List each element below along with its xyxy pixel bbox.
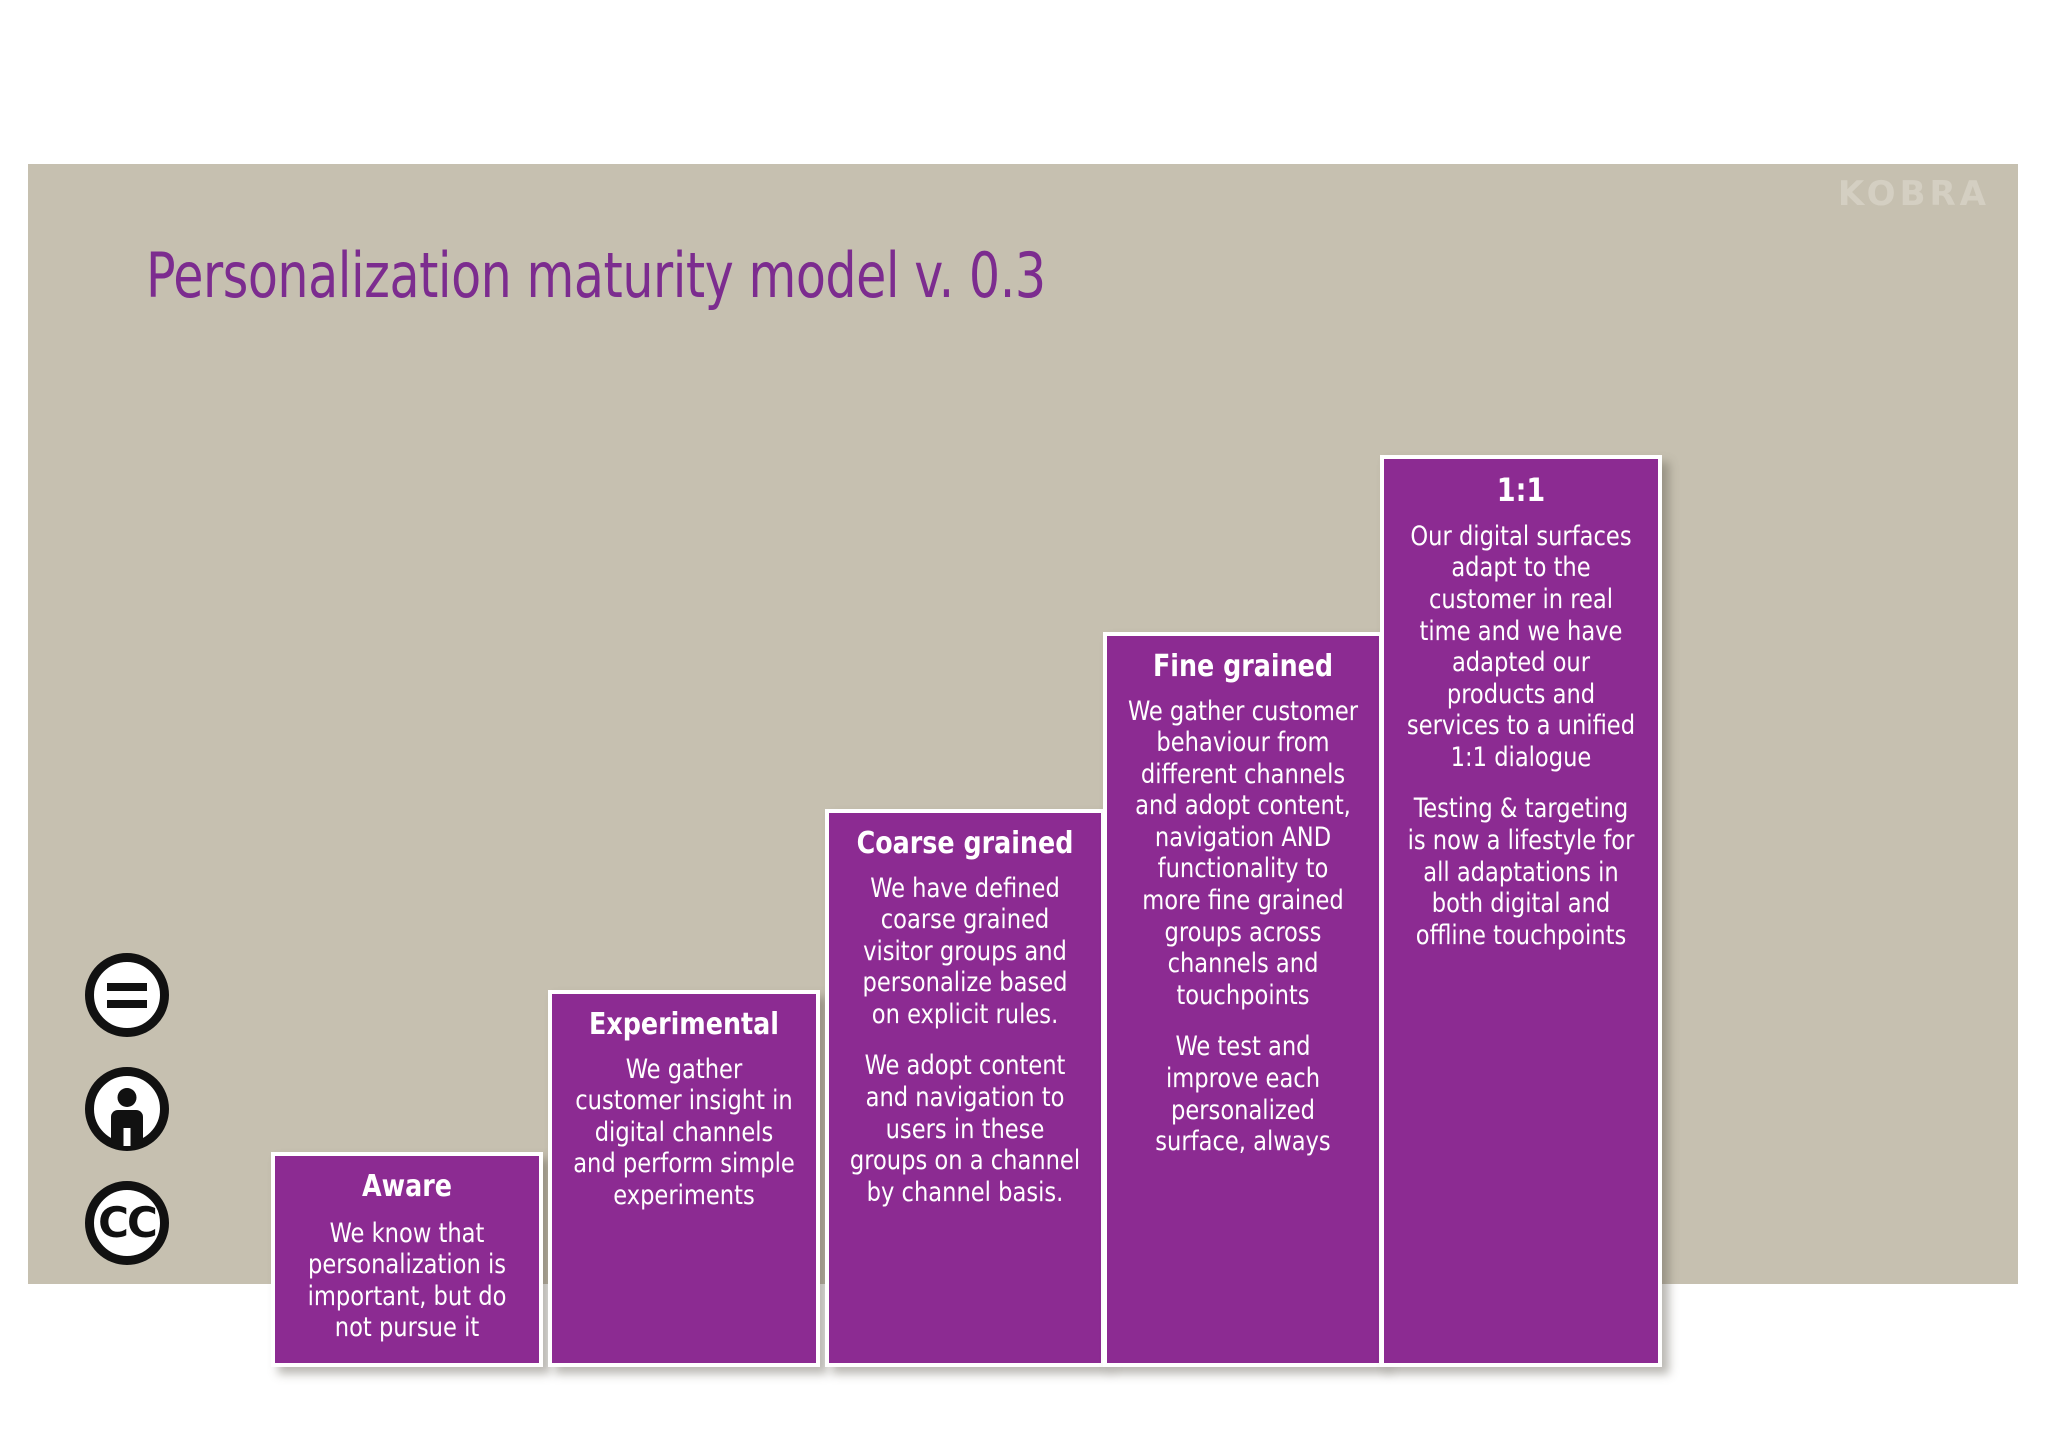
stage-paragraph: Our digital surfaces adapt to the custom…	[1406, 520, 1636, 773]
stage-paragraph: We test and improve each personalized su…	[1155, 1031, 1331, 1158]
maturity-stage-one-to-one[interactable]: 1:1 Our digital surfaces adapt to the cu…	[1380, 455, 1662, 1367]
equals-bar-bottom	[107, 999, 147, 1008]
license-badge-group: CC	[85, 953, 183, 1265]
stage-paragraph: We know that personalization is importan…	[307, 1217, 507, 1344]
stage-heading: Aware	[362, 1169, 452, 1204]
stage-heading: 1:1	[1496, 471, 1546, 509]
page-title: Personalization maturity model v. 0.3	[146, 239, 1046, 312]
person-head-shape	[117, 1088, 137, 1107]
cc-logo-icon: CC	[85, 1181, 169, 1265]
slide-canvas: KOBRA Personalization maturity model v. …	[28, 164, 2018, 1367]
cc-logo-label: CC	[98, 1198, 158, 1247]
maturity-stage-aware[interactable]: Aware We know that personalization is im…	[271, 1152, 543, 1367]
cc-attribution-icon	[85, 1067, 169, 1151]
stage-heading: Fine grained	[1152, 649, 1334, 684]
maturity-stage-coarse-grained[interactable]: Coarse grained We have defined coarse gr…	[825, 809, 1105, 1367]
maturity-stage-fine-grained[interactable]: Fine grained We gather customer behaviou…	[1103, 632, 1383, 1367]
stage-heading: Experimental	[589, 1007, 779, 1042]
stage-paragraph: Testing & targeting is now a lifestyle f…	[1407, 793, 1635, 951]
stage-paragraph: We have defined coarse grained visitor g…	[862, 872, 1068, 1030]
stage-heading: Coarse grained	[856, 826, 1074, 861]
person-leg-gap	[123, 1128, 131, 1146]
maturity-stage-experimental[interactable]: Experimental We gather customer insight …	[548, 990, 820, 1367]
equals-bar-top	[107, 982, 147, 991]
stage-paragraph: We adopt content and navigation to users…	[849, 1050, 1081, 1208]
kobra-watermark-logo: KOBRA	[1837, 174, 1990, 214]
stage-paragraph: We gather customer behaviour from differ…	[1127, 695, 1359, 1011]
cc-share-alike-icon	[85, 953, 169, 1037]
stage-paragraph: We gather customer insight in digital ch…	[573, 1053, 795, 1211]
